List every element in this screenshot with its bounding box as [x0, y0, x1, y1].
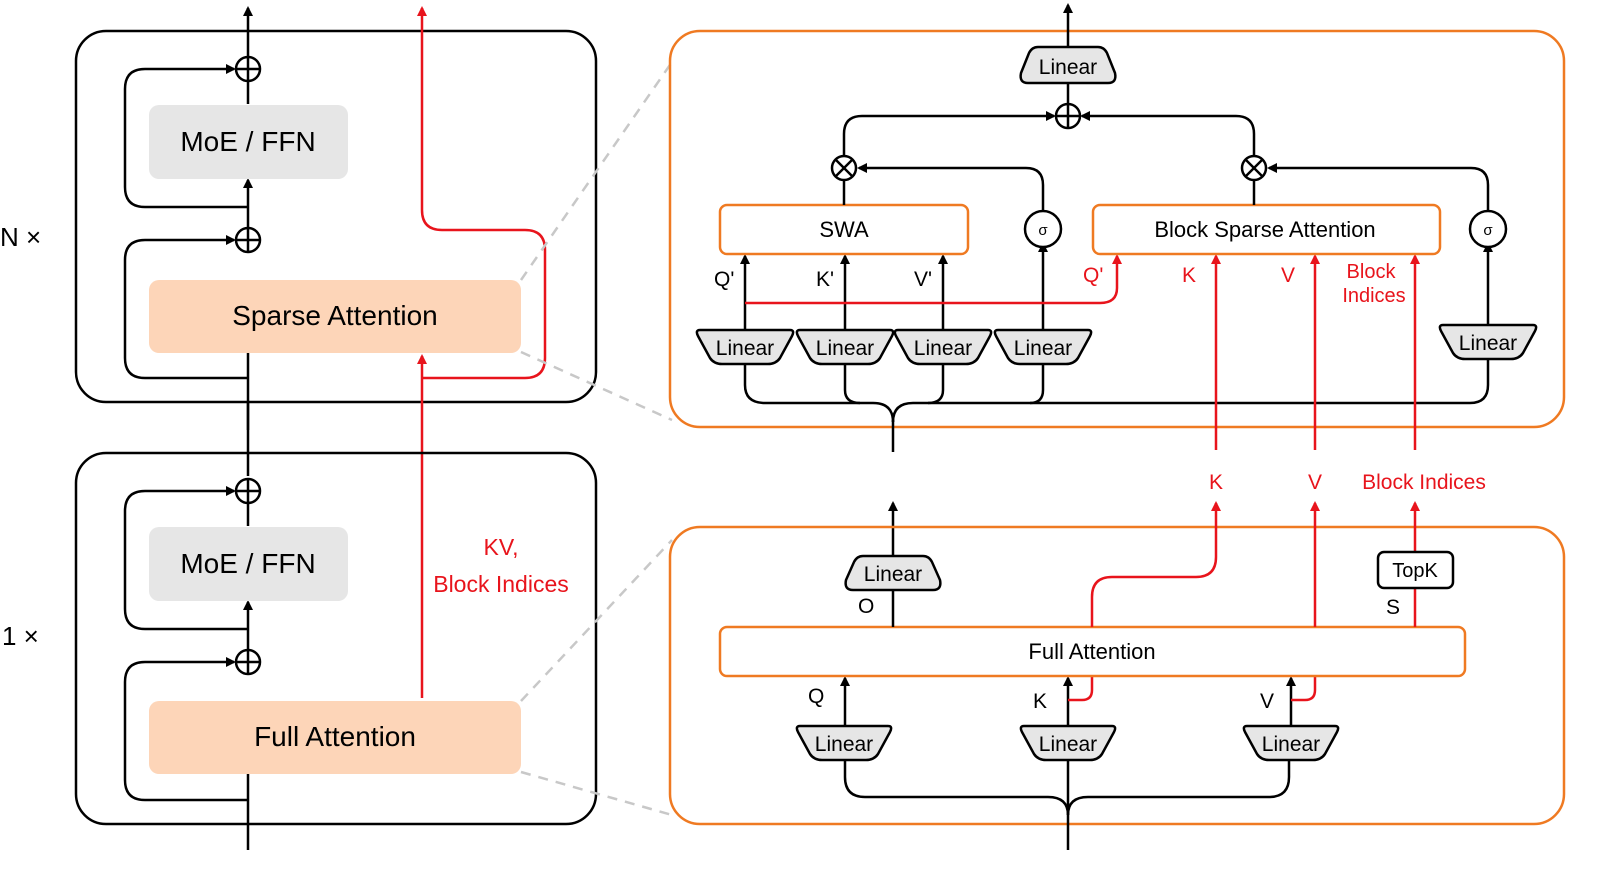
- sigmoid-icon: σ: [1468, 209, 1508, 249]
- linear-label: Linear: [816, 337, 874, 360]
- sparse-detail-frame: [668, 29, 1566, 429]
- add-icon: [234, 648, 262, 676]
- full-attention-detail: Linear Linear Linear Q K V Full Attentio…: [668, 501, 1566, 850]
- k-prime-label: K': [816, 268, 834, 291]
- linear-label: Linear: [1014, 337, 1072, 360]
- linear-label: Linear: [864, 563, 922, 586]
- add-icon: [234, 55, 262, 83]
- linear-label: Linear: [1039, 56, 1097, 79]
- gate-to-mul: [857, 163, 1045, 211]
- kv-label: KV,: [484, 534, 519, 560]
- full-attention-label: Full Attention: [254, 721, 416, 752]
- k-out-path: [1090, 501, 1221, 627]
- linear-label: Linear: [1262, 733, 1320, 756]
- ffn-label: MoE / FFN: [180, 126, 315, 157]
- fan-line: [891, 360, 1490, 423]
- topk-box: [1376, 550, 1455, 590]
- fan-line: [1029, 365, 1045, 405]
- linear-gate-bsa: Linear: [1438, 323, 1538, 361]
- multiply-icon: [830, 154, 858, 182]
- linear-label: Linear: [1039, 733, 1097, 756]
- zoom-connector: [520, 539, 673, 702]
- linear-output: Linear: [1019, 45, 1117, 85]
- bsa-idx-label: Block: [1347, 261, 1397, 283]
- bsa-box: [1091, 203, 1442, 256]
- q-label: Q: [808, 685, 824, 708]
- k-label: K: [1033, 690, 1047, 713]
- linear-v: Linear: [1242, 724, 1340, 762]
- ffn-box: [149, 105, 348, 179]
- swa-label: SWA: [819, 217, 869, 242]
- sparse-attention-box: [149, 280, 521, 353]
- full-attention-box: [149, 701, 521, 774]
- sigma-label: σ: [1483, 222, 1493, 239]
- fan-line: [743, 365, 895, 423]
- full-layer-block: 1 × MoE / FFN Full Attention KV, Block I…: [2, 402, 598, 850]
- v-tap: [1291, 676, 1317, 702]
- gate-to-mul-2: [1267, 163, 1490, 211]
- ffn-box-2: [149, 527, 348, 601]
- block-indices-label: Block Indices: [433, 571, 569, 597]
- sigmoid-icon: σ: [1023, 209, 1063, 249]
- idx-passthrough-label: Block Indices: [1362, 471, 1486, 494]
- sigma-label: σ: [1038, 222, 1048, 239]
- sparse-attention-label: Sparse Attention: [232, 300, 437, 331]
- sparse-layer-frame: [74, 29, 598, 404]
- linear-gate-swa: Linear: [993, 328, 1093, 366]
- bsa-k-label: K: [1182, 264, 1196, 287]
- linear-label: Linear: [914, 337, 972, 360]
- fan-line: [843, 365, 861, 405]
- linear-v-prime: Linear: [893, 328, 993, 366]
- linear-q: Linear: [795, 724, 893, 762]
- bsa-q-prime-label: Q': [1083, 264, 1103, 287]
- k-passthrough-label: K: [1209, 471, 1223, 494]
- linear-q-prime: Linear: [695, 328, 795, 366]
- fan-line: [1066, 760, 1291, 816]
- bsa-idx-label: Indices: [1342, 285, 1405, 307]
- residual-attn-2: [123, 657, 248, 802]
- add-icon: [234, 226, 262, 254]
- repeat-label-n: N ×: [0, 222, 41, 252]
- full-layer-frame: [74, 451, 598, 826]
- sparse-layer-block: N × MoE / FFN Sparse Attention: [0, 6, 598, 698]
- add-icon: [234, 477, 262, 505]
- zoom-connector: [520, 770, 673, 817]
- linear-o: Linear: [844, 554, 942, 592]
- k-tap: [1068, 676, 1094, 702]
- zoom-connector: [520, 350, 673, 422]
- linear-k: Linear: [1019, 724, 1117, 762]
- linear-label: Linear: [1459, 332, 1517, 355]
- multiply-icon: [1240, 154, 1268, 182]
- s-label: S: [1386, 596, 1400, 619]
- linear-label: Linear: [716, 337, 774, 360]
- add-icon: [1054, 102, 1082, 130]
- v-label: V: [1260, 690, 1274, 713]
- repeat-label-1: 1 ×: [2, 621, 39, 651]
- fan-line: [927, 365, 945, 405]
- v-passthrough-label: V: [1308, 471, 1322, 494]
- bsa-label: Block Sparse Attention: [1154, 217, 1375, 242]
- residual-attn: [123, 235, 248, 380]
- ffn-label-2: MoE / FFN: [180, 548, 315, 579]
- bsa-to-add: [1080, 111, 1256, 156]
- v-prime-label: V': [914, 268, 932, 291]
- linear-label: Linear: [815, 733, 873, 756]
- sparse-output-kv-path: [417, 6, 547, 380]
- q-prime-label: Q': [714, 268, 734, 291]
- full-attention-inner-label: Full Attention: [1028, 639, 1155, 664]
- q-prime-to-bsa: [745, 254, 1122, 305]
- swa-to-add: [842, 111, 1056, 156]
- zoom-connector: [519, 61, 674, 281]
- residual-ffn: [123, 64, 248, 209]
- bsa-v-label: V: [1281, 264, 1295, 287]
- linear-k-prime: Linear: [795, 328, 895, 366]
- full-detail-frame: [668, 525, 1566, 826]
- o-label: O: [858, 595, 874, 618]
- fan-line: [843, 760, 1070, 816]
- residual-ffn-2: [123, 486, 248, 631]
- topk-label: TopK: [1392, 560, 1438, 582]
- sparse-attention-detail: Linear Linear Linear Linear Linear Q' K'…: [668, 3, 1566, 452]
